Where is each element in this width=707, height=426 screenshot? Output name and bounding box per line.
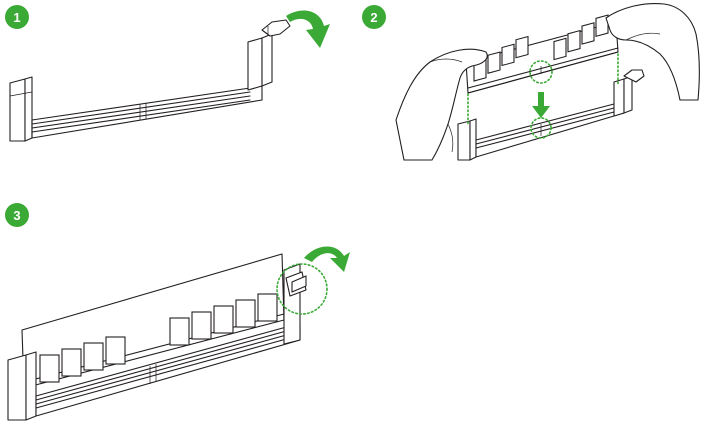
dotted-highlight-circle <box>276 263 328 315</box>
step-1: 1 <box>5 5 330 142</box>
step-3: 3 <box>5 203 350 421</box>
step-3-badge: 3 <box>5 203 29 227</box>
step-3-dimm-slot <box>7 263 307 421</box>
step-3-number: 3 <box>13 208 20 223</box>
step-2-memory-module <box>465 14 619 94</box>
rotate-arrow-icon <box>304 246 350 272</box>
step-2: 2 <box>362 3 700 161</box>
step-1-dimm-slot <box>9 19 291 142</box>
step-2-alignment-guides <box>467 53 619 139</box>
step-2-left-hand <box>395 48 488 161</box>
rotate-arrow-icon <box>286 10 330 49</box>
step-2-badge: 2 <box>362 5 386 29</box>
dotted-highlight-circle <box>530 117 552 139</box>
step-1-number: 1 <box>13 10 20 25</box>
step-2-right-hand <box>605 3 700 101</box>
step-2-number: 2 <box>370 10 377 25</box>
dotted-highlight-circle <box>529 60 553 84</box>
step-2-dimm-slot <box>457 69 645 161</box>
step-1-badge: 1 <box>5 5 29 29</box>
down-arrow-icon <box>532 92 550 118</box>
